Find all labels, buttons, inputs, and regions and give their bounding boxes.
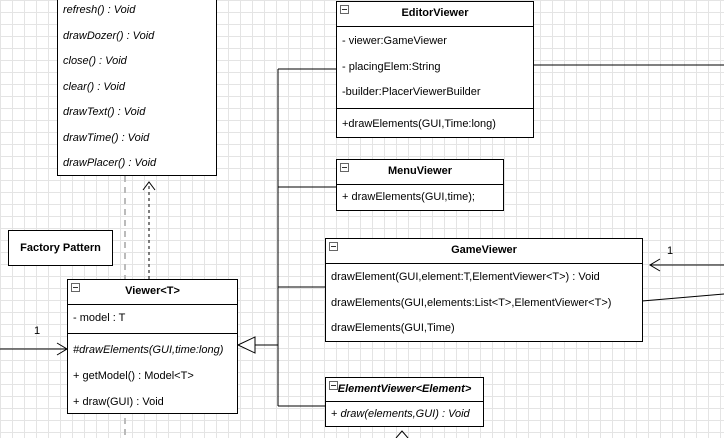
collapse-icon[interactable] <box>340 5 349 14</box>
element-viewer-class-box[interactable]: ElementViewer<Element> + draw(elements,G… <box>325 377 484 427</box>
editor-viewer-title: EditorViewer <box>401 7 469 19</box>
menu-viewer-title: MenuViewer <box>388 165 452 177</box>
collapse-icon[interactable] <box>71 283 80 292</box>
editor-viewer-attributes: - viewer:GameViewer - placingElem:String… <box>337 27 533 108</box>
viewer-class-box[interactable]: Viewer<T> - model : T #drawElements(GUI,… <box>67 279 238 414</box>
method-row: drawElement(GUI,element:T,ElementViewer<… <box>331 271 600 283</box>
editor-viewer-methods: +drawElements(GUI,Time:long) <box>337 107 533 137</box>
menu-viewer-class-box[interactable]: MenuViewer + drawElements(GUI,time); <box>336 159 504 211</box>
method-row: clear() : Void <box>63 80 125 93</box>
method-row: refresh() : Void <box>63 4 136 16</box>
method-row: + draw(GUI) : Void <box>73 396 164 408</box>
game-viewer-header: GameViewer <box>326 239 642 264</box>
multiplicity-left-label: 1 <box>34 325 41 337</box>
viewer-class-title: Viewer<T> <box>125 285 180 297</box>
method-row: + drawElements(GUI,time); <box>342 191 475 203</box>
collapse-icon[interactable] <box>329 242 338 251</box>
top-class-methods: refresh() : Void drawDozer() : Void clos… <box>58 0 216 175</box>
attribute-row: - viewer:GameViewer <box>342 35 447 47</box>
method-row: drawDozer() : Void <box>63 29 155 42</box>
multiplicity-right-label: 1 <box>667 245 674 257</box>
menu-viewer-header: MenuViewer <box>337 160 503 185</box>
method-row: + draw(elements,GUI) : Void <box>326 402 483 426</box>
method-row: close() : Void <box>63 55 127 67</box>
game-right-line-2 <box>641 293 724 302</box>
method-row: drawTime() : Void <box>63 131 150 144</box>
bottom-arrowhead <box>395 430 409 438</box>
method-row: drawPlacer() : Void <box>63 157 157 169</box>
method-row: +drawElements(GUI,Time:long) <box>342 117 496 130</box>
viewer-methods: #drawElements(GUI,time:long) + getModel(… <box>68 333 237 413</box>
factory-pattern-note[interactable]: Factory Pattern <box>8 230 113 266</box>
method-row: + getModel() : Model<T> <box>73 370 194 382</box>
attribute-row: - placingElem:String <box>342 60 441 73</box>
method-row: drawText() : Void <box>63 106 146 118</box>
top-class-box[interactable]: refresh() : Void drawDozer() : Void clos… <box>57 0 217 176</box>
game-viewer-methods: drawElement(GUI,element:T,ElementViewer<… <box>326 264 642 341</box>
game-viewer-title: GameViewer <box>451 244 517 256</box>
collapse-icon[interactable] <box>340 163 349 172</box>
dependency-arrowhead <box>142 181 156 191</box>
game-viewer-class-box[interactable]: GameViewer drawElement(GUI,element:T,Ele… <box>325 238 643 342</box>
factory-pattern-label: Factory Pattern <box>20 242 101 254</box>
menu-viewer-methods: + drawElements(GUI,time); <box>337 185 503 210</box>
attribute-row: - model : T <box>73 312 126 324</box>
method-row: #drawElements(GUI,time:long) <box>73 344 224 356</box>
inheritance-triangle <box>236 336 256 354</box>
attribute-row: -builder:PlacerViewerBuilder <box>342 86 481 98</box>
method-row: drawElements(GUI,elements:List<T>,Elemen… <box>331 296 612 309</box>
game-right-arrowhead <box>649 258 661 272</box>
editor-viewer-header: EditorViewer <box>337 2 533 27</box>
element-viewer-methods: + draw(elements,GUI) : Void <box>326 402 483 426</box>
element-viewer-title: ElementViewer<Element> <box>337 383 472 395</box>
viewer-class-header: Viewer<T> <box>68 280 237 305</box>
collapse-icon[interactable] <box>329 381 338 390</box>
method-text: + draw(elements,GUI) : Void <box>331 408 470 420</box>
editor-viewer-class-box[interactable]: EditorViewer - viewer:GameViewer - placi… <box>336 1 534 138</box>
viewer-attributes: - model : T <box>68 305 237 333</box>
element-viewer-header: ElementViewer<Element> <box>326 378 483 402</box>
method-row: drawElements(GUI,Time) <box>331 322 455 334</box>
